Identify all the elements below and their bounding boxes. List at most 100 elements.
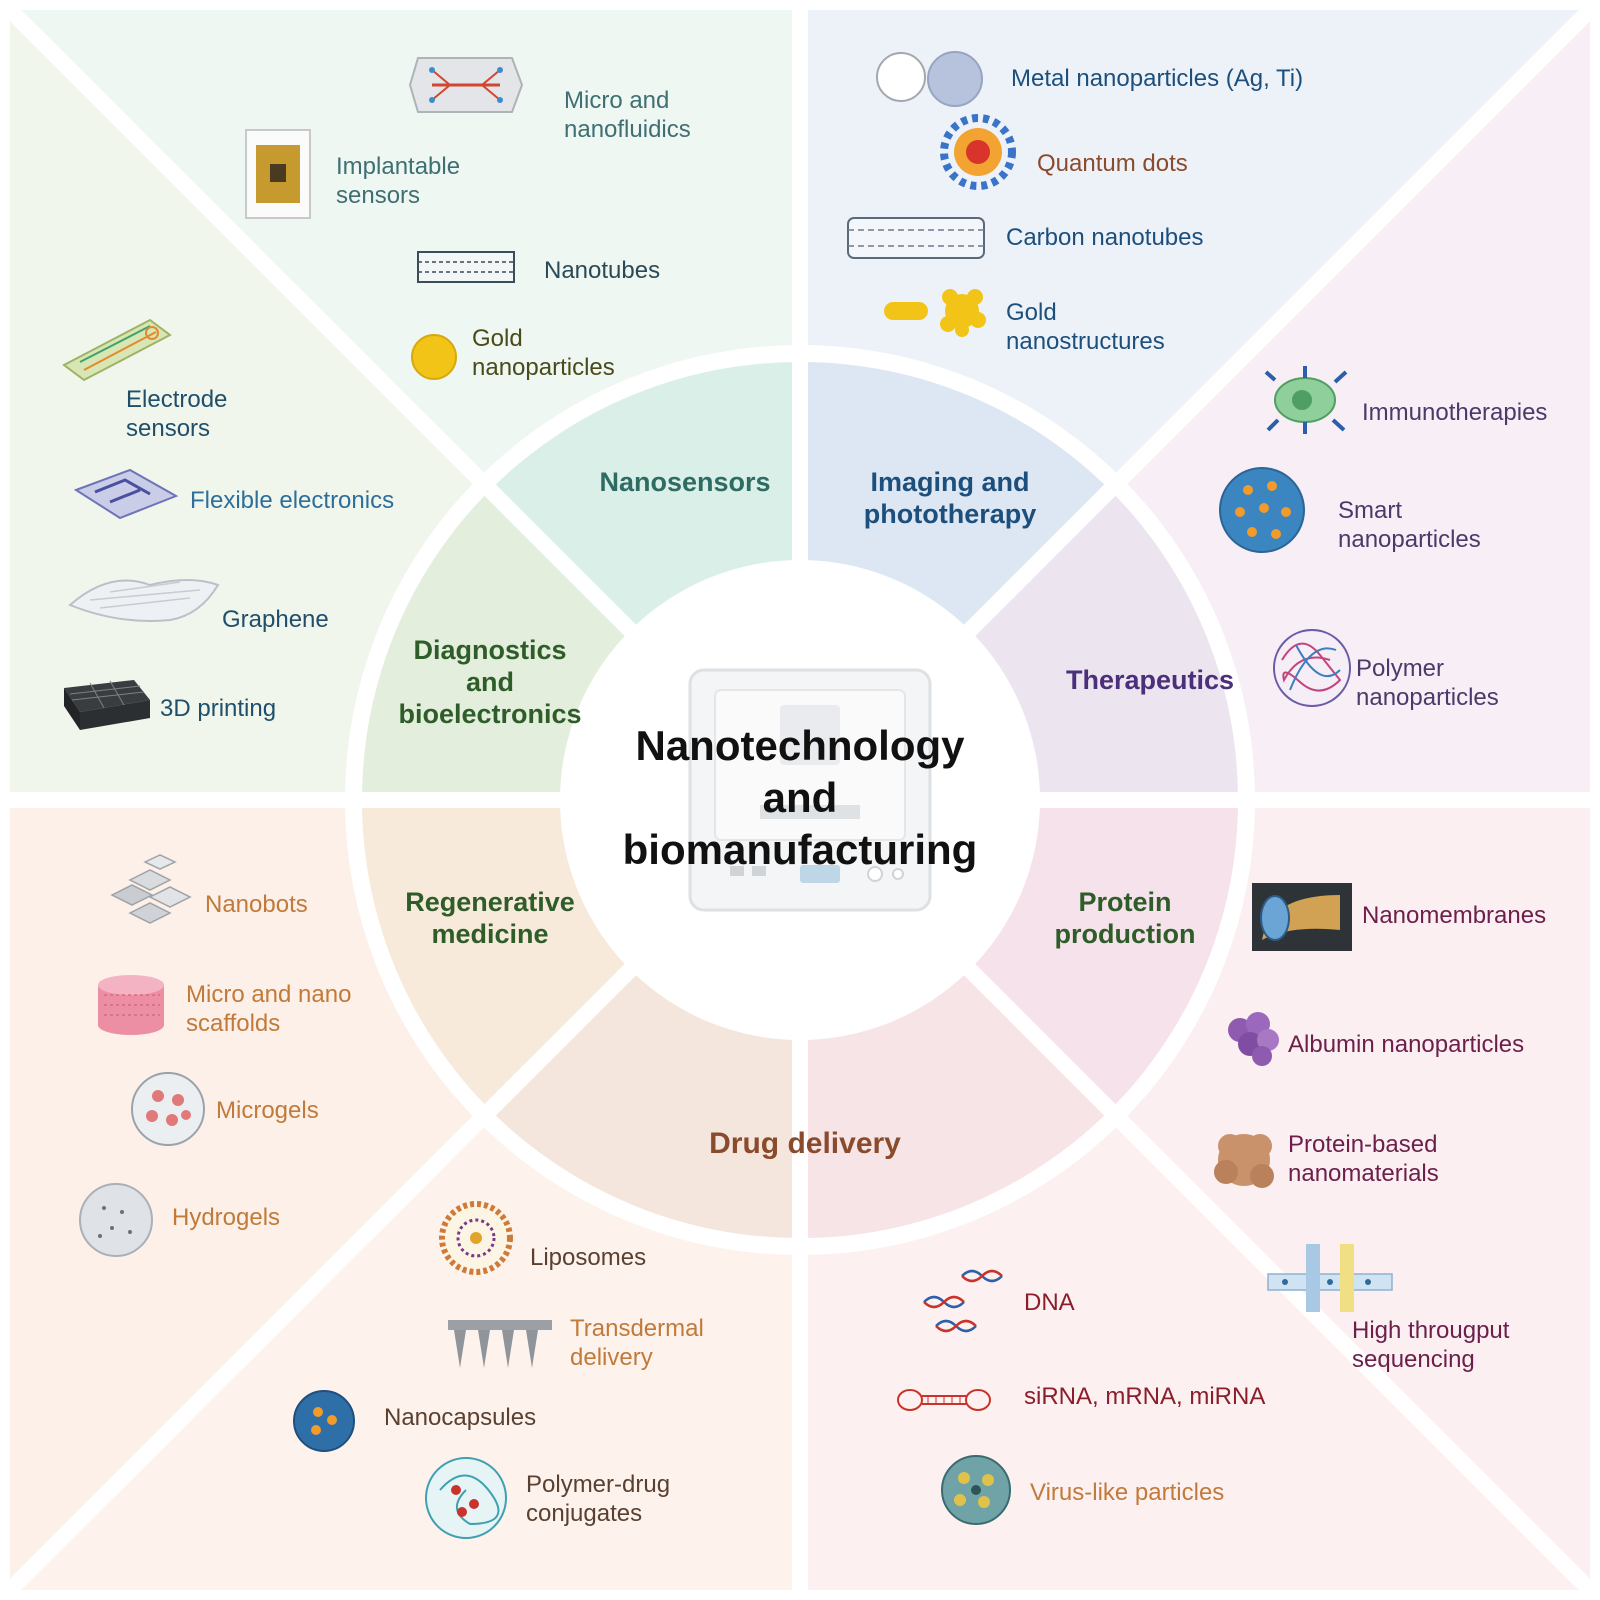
scaffold-icon bbox=[98, 975, 164, 1035]
implantable-sensor-icon bbox=[245, 129, 311, 219]
rna-hairpin-icon bbox=[897, 1389, 991, 1411]
nanocapsule-icon bbox=[293, 1390, 355, 1452]
item-high-throughput-sequencing: High througput sequencing bbox=[1352, 1316, 1509, 1374]
polymer-nanoparticle-icon bbox=[1273, 629, 1351, 707]
dna-icon bbox=[923, 1269, 1003, 1333]
item-microgels: Microgels bbox=[216, 1097, 319, 1124]
flexible-electronics-icon bbox=[73, 468, 179, 520]
item-protein-nm-line-1: Protein-based bbox=[1288, 1131, 1438, 1158]
category-therapeutics: Therapeutics bbox=[1065, 665, 1235, 695]
category-nanosensors: Nanosensors bbox=[599, 467, 771, 497]
virus-like-particle-icon bbox=[941, 1455, 1011, 1525]
gold-nanostar-icon bbox=[940, 289, 986, 337]
category-diag-line-1: Diagnostics bbox=[413, 635, 567, 665]
category-imaging-phototherapy: Imaging and phototherapy bbox=[850, 466, 1050, 530]
item-nanotubes: Nanotubes bbox=[544, 257, 661, 284]
item-flexible-electronics: Flexible electronics bbox=[190, 487, 395, 514]
graphene-icon bbox=[68, 579, 220, 622]
polymer-drug-conjugate-icon bbox=[425, 1457, 507, 1539]
item-scaffolds: Micro and nano scaffolds bbox=[186, 980, 351, 1038]
item-liposomes: Liposomes bbox=[530, 1244, 647, 1271]
microgel-icon bbox=[131, 1072, 205, 1146]
item-implantable-line-2: sensors bbox=[336, 182, 421, 209]
item-smart-np-line-2: nanoparticles bbox=[1338, 526, 1481, 553]
category-protein-production: Protein production bbox=[1030, 886, 1220, 950]
item-smart-nanoparticles: Smart nanoparticles bbox=[1338, 496, 1481, 554]
item-virus-like-particles: Virus-like particles bbox=[1030, 1479, 1225, 1506]
center-title-line-2: and bbox=[762, 774, 838, 821]
sequencing-chip-icon bbox=[1267, 1244, 1393, 1312]
item-metal-nanoparticles: Metal nanoparticles (Ag, Ti) bbox=[1011, 65, 1304, 92]
item-rna: siRNA, mRNA, miRNA bbox=[1024, 1383, 1266, 1410]
item-gold-nanostructures: Gold nanostructures bbox=[1006, 298, 1165, 356]
item-hydrogels: Hydrogels bbox=[172, 1204, 281, 1231]
liposome-icon bbox=[439, 1201, 513, 1275]
quantum-dot-icon bbox=[940, 114, 1016, 190]
item-polymer-np-line-2: nanoparticles bbox=[1356, 684, 1499, 711]
smart-nanoparticle-icon bbox=[1219, 467, 1305, 553]
microfluidic-chip-icon bbox=[408, 57, 524, 113]
nanobot-icon bbox=[110, 854, 192, 924]
titanium-nanoparticle-icon bbox=[927, 51, 983, 107]
category-imaging-line-2: phototherapy bbox=[863, 499, 1037, 529]
category-protein-line-1: Protein bbox=[1078, 887, 1172, 917]
item-nanocapsules: Nanocapsules bbox=[384, 1404, 537, 1431]
category-regen-line-1: Regenerative bbox=[405, 887, 575, 917]
gold-nanoparticle-icon bbox=[411, 334, 457, 380]
item-gold-nanoparticles: Gold nanoparticles bbox=[472, 324, 615, 382]
item-hts-line-1: High througput bbox=[1352, 1317, 1510, 1344]
center-title-line-3: biomanufacturing bbox=[622, 826, 978, 873]
item-polymer-np-line-1: Polymer bbox=[1356, 655, 1445, 682]
item-gold-np-line-2: nanoparticles bbox=[472, 354, 615, 381]
item-micro-nanofluidics: Micro and nanofluidics bbox=[564, 86, 691, 144]
center-title-line-1: Nanotechnology bbox=[635, 722, 965, 769]
item-implantable-line-1: Implantable bbox=[336, 153, 461, 180]
gold-nanorod-icon bbox=[884, 302, 928, 320]
albumin-nanoparticle-icon bbox=[1228, 1012, 1279, 1066]
item-micro-nanofluidics-line-1: Micro and bbox=[564, 87, 670, 114]
item-3d-printing: 3D printing bbox=[160, 695, 277, 722]
item-gold-np-line-1: Gold bbox=[472, 325, 523, 352]
bioprinter-icon bbox=[688, 668, 932, 912]
hydrogel-icon bbox=[79, 1183, 153, 1257]
item-smart-np-line-1: Smart bbox=[1338, 497, 1403, 524]
microneedle-patch-icon bbox=[448, 1320, 552, 1368]
category-regenerative-medicine: Regenerative medicine bbox=[380, 886, 600, 950]
category-diag-line-2: and bbox=[465, 667, 514, 697]
item-micro-nanofluidics-line-2: nanofluidics bbox=[564, 116, 691, 143]
item-hts-line-2: sequencing bbox=[1352, 1346, 1475, 1373]
category-diagnostics-bioelectronics: Diagnostics and bioelectronics bbox=[380, 634, 600, 730]
item-electrode-line-2: sensors bbox=[126, 415, 211, 442]
electrode-sensor-icon bbox=[62, 318, 172, 382]
category-imaging-line-1: Imaging and bbox=[870, 467, 1030, 497]
item-carbon-nanotubes: Carbon nanotubes bbox=[1006, 224, 1204, 251]
item-transdermal-line-1: Transdermal bbox=[570, 1315, 704, 1342]
item-nanomembranes: Nanomembranes bbox=[1362, 902, 1547, 929]
item-transdermal-line-2: delivery bbox=[570, 1344, 653, 1371]
item-protein-based-nanomaterials: Protein-based nanomaterials bbox=[1288, 1130, 1439, 1188]
item-gold-ns-line-1: Gold bbox=[1006, 299, 1057, 326]
category-drug-delivery: Drug delivery bbox=[709, 1127, 901, 1160]
item-dna: DNA bbox=[1024, 1289, 1075, 1316]
item-pdc-line-1: Polymer-drug bbox=[526, 1471, 671, 1498]
item-protein-nm-line-2: nanomaterials bbox=[1288, 1160, 1439, 1187]
nanotube-icon bbox=[417, 251, 515, 283]
item-electrode-sensors: Electrode sensors bbox=[126, 385, 227, 443]
center-title: Nanotechnology and biomanufacturing bbox=[600, 720, 1000, 876]
category-regen-line-2: medicine bbox=[431, 919, 549, 949]
item-scaffolds-line-1: Micro and nano bbox=[186, 981, 352, 1008]
item-scaffolds-line-2: scaffolds bbox=[186, 1010, 281, 1037]
center-circle bbox=[560, 560, 1040, 1040]
item-graphene: Graphene bbox=[222, 606, 329, 633]
item-polymer-nanoparticles: Polymer nanoparticles bbox=[1356, 654, 1499, 712]
item-albumin-nanoparticles: Albumin nanoparticles bbox=[1288, 1031, 1525, 1058]
3d-printing-lattice-icon bbox=[64, 680, 150, 730]
item-electrode-line-1: Electrode bbox=[126, 386, 228, 413]
item-immunotherapies: Immunotherapies bbox=[1362, 399, 1548, 426]
item-transdermal-delivery: Transdermal delivery bbox=[570, 1314, 704, 1372]
item-pdc-line-2: conjugates bbox=[526, 1500, 643, 1527]
category-diag-line-3: bioelectronics bbox=[398, 699, 582, 729]
item-nanobots: Nanobots bbox=[205, 891, 308, 918]
protein-nanomaterial-icon bbox=[1214, 1134, 1274, 1188]
